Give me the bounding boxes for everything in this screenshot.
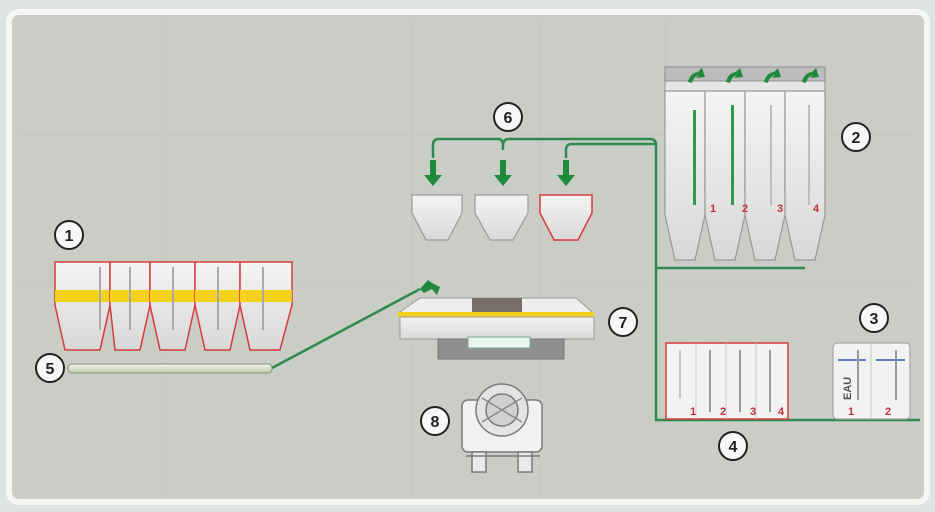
silo [664, 90, 706, 261]
water-tag: EAU [842, 377, 854, 400]
silo-label: 2 [742, 203, 748, 215]
silo-label: 3 [777, 203, 783, 215]
callout-number: 4 [729, 439, 738, 456]
aggregate-hopper [194, 261, 241, 351]
callout-number: 6 [504, 110, 513, 127]
additive-tank-label: 1 [690, 406, 696, 418]
aggregate-hopper [239, 261, 293, 351]
conveyor-belt [67, 363, 273, 374]
additive-tank-label: 3 [750, 406, 756, 418]
silo [744, 90, 786, 261]
arrow-icon [424, 160, 442, 186]
callout-number: 8 [431, 414, 440, 431]
cement-silos: 1 2 3 4 [664, 66, 826, 261]
silo-inlet-icon [764, 68, 781, 83]
callout-6: 6 [493, 102, 523, 132]
aggregate-hoppers [54, 261, 293, 351]
callout-2: 2 [841, 122, 871, 152]
aggregate-hopper [149, 261, 196, 351]
weigh-pipe-branch [564, 142, 656, 158]
callout-3: 3 [859, 303, 889, 333]
aggregate-hopper [54, 261, 111, 351]
water-tank-label: 1 [848, 406, 854, 418]
callout-number: 7 [619, 315, 628, 332]
callout-5: 5 [35, 353, 65, 383]
silo-inlet-icon [802, 68, 819, 83]
aggregate-hopper [109, 261, 151, 351]
silo-inlet-icon [688, 68, 705, 83]
weigh-hopper [411, 194, 463, 241]
silo-label: 4 [813, 203, 820, 215]
aggregate-inlet-icon [420, 280, 440, 295]
callout-number: 2 [852, 130, 861, 147]
callout-7: 7 [608, 307, 638, 337]
silo [784, 90, 826, 261]
callout-number: 5 [46, 361, 55, 378]
silo-label: 1 [710, 203, 716, 215]
additive-tank-label: 4 [778, 406, 785, 418]
additive-tank-label: 2 [720, 406, 726, 418]
additive-tanks: 1 2 3 4 [665, 342, 789, 420]
silo [704, 90, 746, 261]
callout-8: 8 [420, 406, 450, 436]
callout-1: 1 [54, 220, 84, 250]
callout-4: 4 [718, 431, 748, 461]
inclined-conveyor [271, 287, 421, 370]
water-tank-label: 2 [885, 406, 891, 418]
silo-inlet-icon [726, 68, 743, 83]
weigh-hopper [539, 194, 593, 241]
water-tanks: EAU 1 2 [832, 342, 911, 420]
arrow-icon [557, 160, 575, 186]
arrow-icon [494, 160, 512, 186]
weigh-hopper [474, 194, 529, 241]
mixer-truck [461, 383, 543, 473]
callout-number: 3 [870, 311, 879, 328]
mixer [398, 280, 595, 360]
callout-number: 1 [65, 228, 74, 245]
